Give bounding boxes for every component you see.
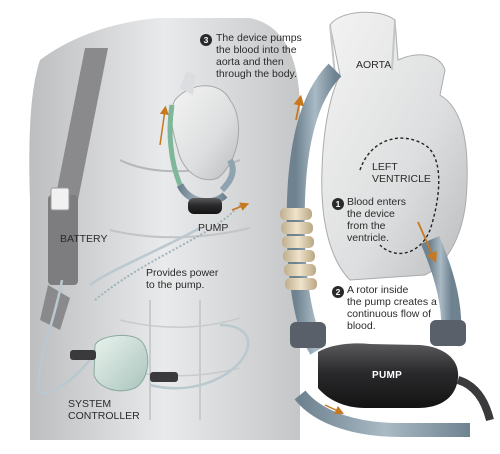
power-label: Provides power to the pump. <box>146 267 219 291</box>
pump-connectors <box>290 320 466 348</box>
battery-label: BATTERY <box>60 233 108 245</box>
step-1-text: Blood enters the device from the ventric… <box>347 196 406 244</box>
aorta-label: AORTA <box>356 59 392 71</box>
step-3-badge: 3 <box>200 34 212 46</box>
step-1-badge: 1 <box>332 198 344 210</box>
system-controller <box>70 334 178 392</box>
graft-cuff <box>280 208 317 290</box>
large-heart <box>321 11 468 281</box>
large-pump <box>294 343 494 437</box>
small-heart <box>159 72 250 214</box>
left-ventricle-label: LEFT VENTRICLE <box>372 161 431 185</box>
pump-label-small: PUMP <box>198 222 229 234</box>
power-cables <box>36 204 250 395</box>
system-controller-label: SYSTEM CONTROLLER <box>68 398 140 422</box>
step-2-text: A rotor inside the pump creates a contin… <box>347 284 437 332</box>
step-2-badge: 2 <box>332 286 344 298</box>
step-3-text: The device pumps the blood into the aort… <box>216 32 302 80</box>
pump-label-large: PUMP <box>372 370 403 381</box>
outflow-graft <box>286 63 342 355</box>
